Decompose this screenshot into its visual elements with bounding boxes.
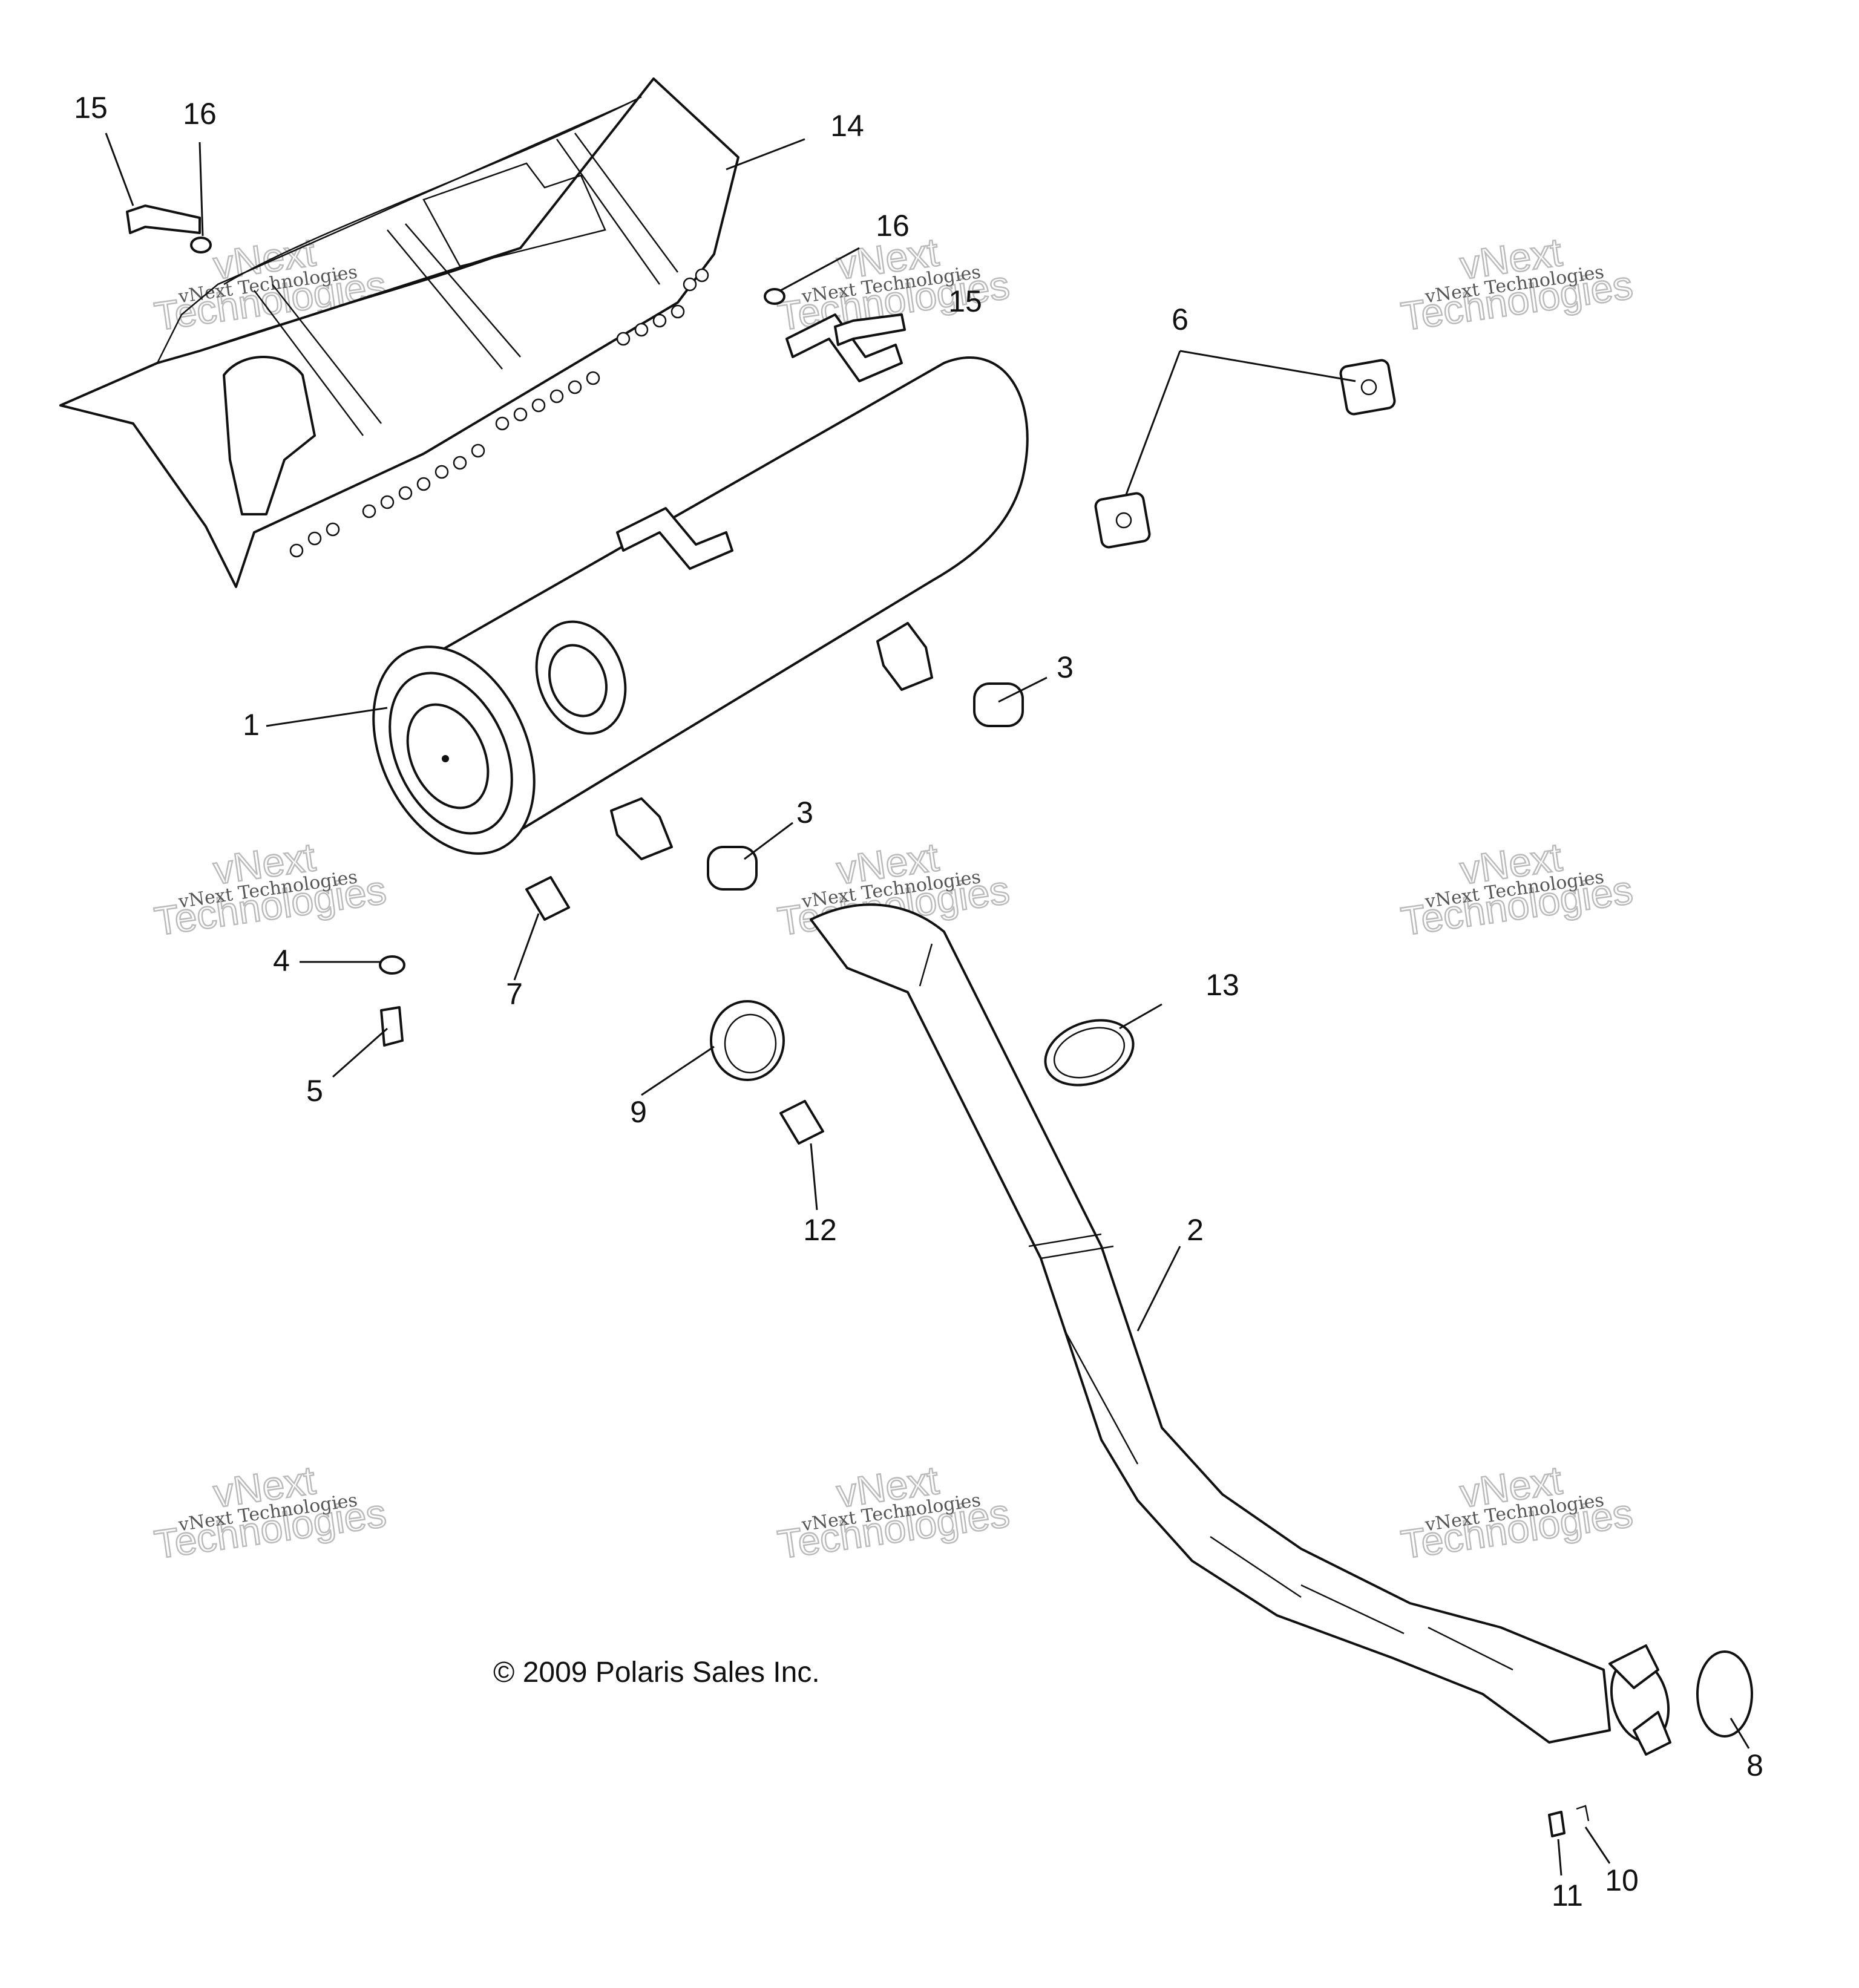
seal-ring-part <box>1696 1650 1753 1738</box>
callout-7: 7 <box>506 977 523 1011</box>
callout-6: 6 <box>1172 302 1189 336</box>
callout-10: 10 <box>1605 1863 1639 1897</box>
gasket-part <box>710 1000 785 1081</box>
callout-15b: 15 <box>948 284 982 318</box>
grommet-part <box>1094 359 1396 549</box>
callout-2: 2 <box>1187 1213 1204 1247</box>
callout-8: 8 <box>1746 1748 1763 1782</box>
heat-shield-part <box>59 77 739 588</box>
callout-15a: 15 <box>74 91 108 125</box>
callout-16a: 16 <box>183 97 217 131</box>
callout-4: 4 <box>273 944 290 978</box>
callout-1: 1 <box>243 708 260 742</box>
small-hardware <box>126 204 1590 1837</box>
callout-14: 14 <box>830 109 864 143</box>
leader-lines <box>105 132 1750 1876</box>
callout-labels: 1 2 3 3 4 5 6 7 8 9 10 11 12 13 14 15 15… <box>74 91 1763 1912</box>
callout-9: 9 <box>630 1095 647 1129</box>
head-pipe-part <box>810 903 1671 1756</box>
callout-3b: 3 <box>796 796 813 829</box>
bumper-part <box>707 682 1024 891</box>
copyright-text: © 2009 Polaris Sales Inc. <box>493 1656 820 1689</box>
callout-11: 11 <box>1552 1878 1583 1912</box>
callout-13: 13 <box>1205 968 1239 1002</box>
callout-16b: 16 <box>876 209 910 243</box>
muffler-part <box>372 313 1029 860</box>
clamp-part <box>1044 1019 1135 1087</box>
callout-12: 12 <box>803 1213 837 1247</box>
callout-5: 5 <box>306 1074 323 1108</box>
callout-3a: 3 <box>1057 650 1074 684</box>
